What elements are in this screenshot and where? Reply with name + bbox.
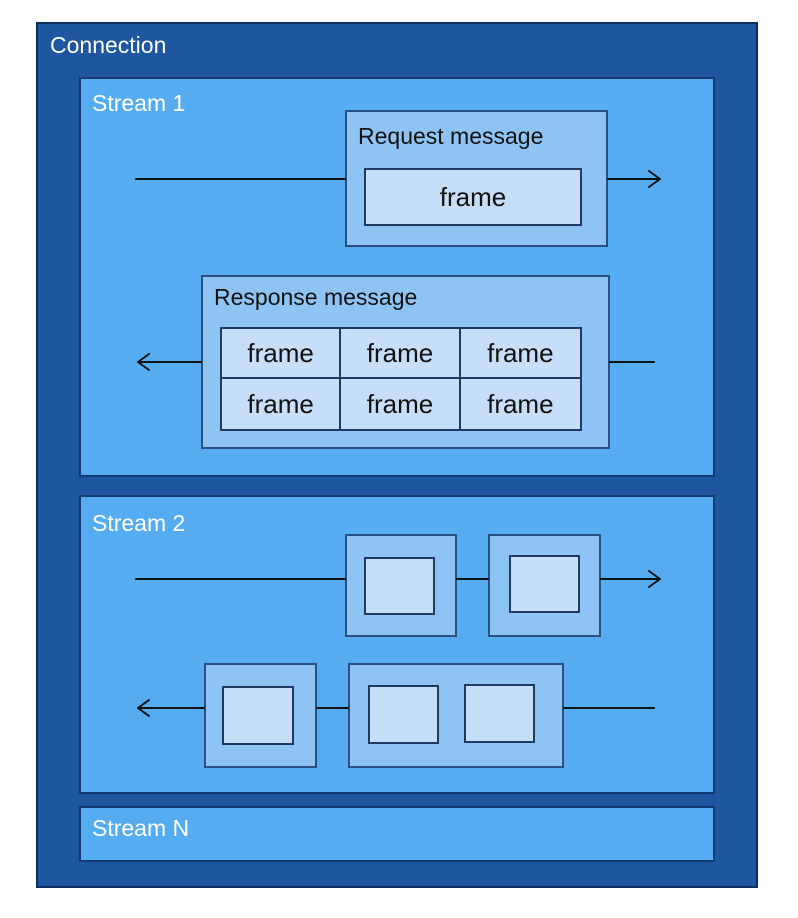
stream-2-out-frame-2 [509,555,580,613]
response-frame-grid: frame frame frame frame frame frame [220,327,582,431]
stream-1-label: Stream 1 [92,90,186,116]
stream-2-in-frame-2 [368,685,439,744]
stream-n-box [79,806,715,862]
response-frame: frame [460,329,580,379]
response-frame: frame [341,329,461,379]
request-frame: frame [364,168,582,226]
stream-2-label: Stream 2 [92,510,186,536]
response-message-label: Response message [214,284,418,310]
response-frame: frame [222,379,342,429]
response-frame: frame [341,379,461,429]
connection-label: Connection [50,32,167,58]
stream-n-label: Stream N [92,815,190,841]
response-frame: frame [487,389,554,419]
response-frame: frame [222,329,342,379]
stream-2-in-frame-3 [464,684,535,743]
stream-2-in-frame-1 [222,686,294,745]
request-message-label: Request message [358,123,544,149]
stream-2-out-frame-1 [364,557,435,615]
